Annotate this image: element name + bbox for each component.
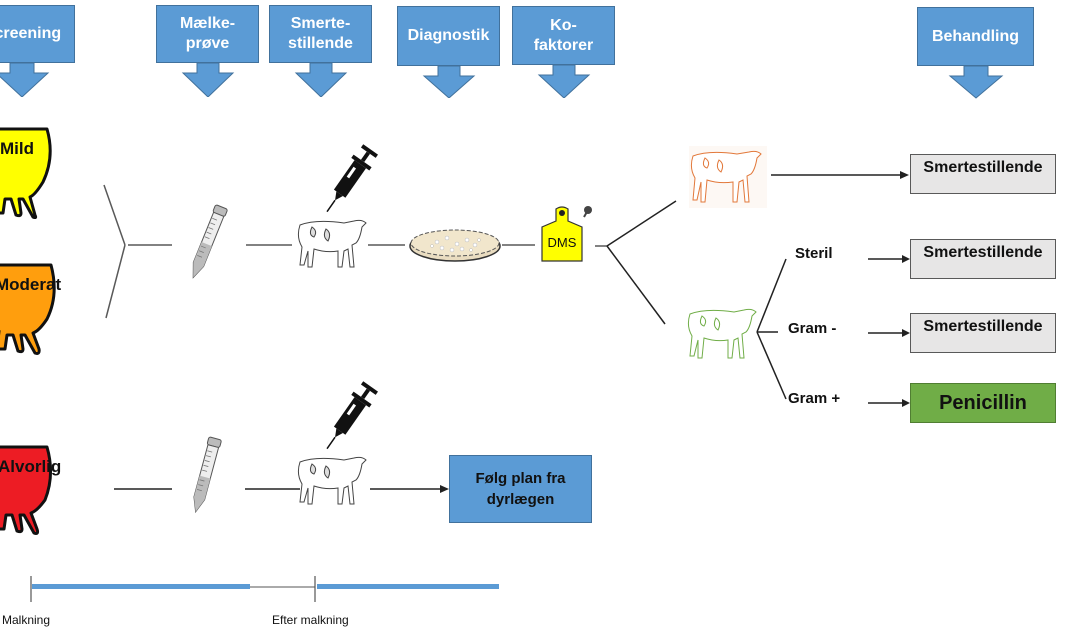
arrowhead-icon xyxy=(900,171,909,179)
timeline-label-start: Malkning xyxy=(2,613,51,627)
header-screening-label: Screening xyxy=(0,5,75,63)
severity-label-mild: Mild xyxy=(0,139,34,158)
split-line-upper xyxy=(606,200,677,247)
result-box-top: Smertestillende xyxy=(910,154,1056,194)
severity-label-alvorlig: Alvorlig xyxy=(0,457,62,476)
udder-icon xyxy=(0,127,52,220)
result-gram-neg-label: Smertestillende xyxy=(923,318,1043,335)
arrowhead-icon xyxy=(902,329,910,337)
arrowhead-icon xyxy=(440,485,449,493)
header-behandling: Behandling xyxy=(917,7,1034,99)
udder-mild: Mild xyxy=(0,127,65,220)
branch-line-gram-pos xyxy=(756,331,787,400)
timeline-bar-after xyxy=(317,584,499,589)
cow-icon xyxy=(297,456,367,505)
header-behandling-label: Behandling xyxy=(917,7,1034,66)
result-top-label: Smertestillende xyxy=(923,159,1043,176)
syringe-icon xyxy=(326,381,378,450)
split-line-lower xyxy=(606,245,666,325)
down-arrow-icon xyxy=(537,64,591,98)
branch-line-steril xyxy=(756,258,787,333)
merge-line-lower xyxy=(105,244,126,319)
timeline-bar-milking xyxy=(32,584,250,589)
udder-moderat: Moderat xyxy=(0,263,65,355)
udder-alvorlig: Alvorlig xyxy=(0,445,65,537)
plan-box-label: Følg plan fra dyrlægen xyxy=(475,470,566,508)
udder-icon xyxy=(0,445,52,535)
ear-tag-icon xyxy=(541,206,592,262)
header-smertestillende: Smerte- stillende xyxy=(269,5,372,97)
syringe-icon xyxy=(326,144,378,213)
severity-label-moderat: Moderat xyxy=(0,275,62,294)
header-smertestillende-label: Smerte- stillende xyxy=(269,5,372,63)
header-diagnostik-label: Diagnostik xyxy=(397,6,500,66)
down-arrow-icon xyxy=(0,62,50,97)
timeline xyxy=(30,576,499,602)
down-arrow-icon xyxy=(422,65,476,98)
down-arrow-icon xyxy=(181,62,235,97)
header-maelkeprove: Mælke- prøve xyxy=(156,5,259,97)
result-penicillin-label: Penicillin xyxy=(939,391,1027,414)
cow-icon xyxy=(297,219,367,268)
result-box-gram-neg: Smertestillende xyxy=(910,313,1056,353)
branch-label-gram-pos: Gram + xyxy=(788,390,841,407)
header-kofaktorer: Ko- faktorer xyxy=(512,6,615,98)
merge-line-upper xyxy=(103,184,126,246)
down-arrow-icon xyxy=(948,65,1004,99)
header-kofaktorer-label: Ko- faktorer xyxy=(512,6,615,65)
header-diagnostik: Diagnostik xyxy=(397,6,500,98)
arrowhead-icon xyxy=(902,399,910,407)
header-screening: Screening xyxy=(0,5,75,97)
test-tube-icon xyxy=(193,436,222,514)
ear-tag: DMS xyxy=(540,205,600,263)
branch-label-gram-neg: Gram - xyxy=(788,320,837,337)
down-arrow-icon xyxy=(294,62,348,97)
cow-icon-orange xyxy=(689,146,767,208)
result-box-steril: Smertestillende xyxy=(910,239,1056,279)
arrowhead-icon xyxy=(902,255,910,263)
petri-dish-icon xyxy=(409,229,501,262)
branch-label-steril: Steril xyxy=(795,245,833,262)
plan-box: Følg plan fra dyrlægen xyxy=(449,455,592,523)
udder-icon xyxy=(0,263,56,355)
cow-icon-green xyxy=(687,308,757,359)
test-tube-icon xyxy=(192,204,228,279)
result-steril-label: Smertestillende xyxy=(923,244,1043,261)
result-box-penicillin: Penicillin xyxy=(910,383,1056,423)
timeline-label-mid: Efter malkning xyxy=(272,613,349,627)
ear-tag-label: DMS xyxy=(547,235,577,250)
